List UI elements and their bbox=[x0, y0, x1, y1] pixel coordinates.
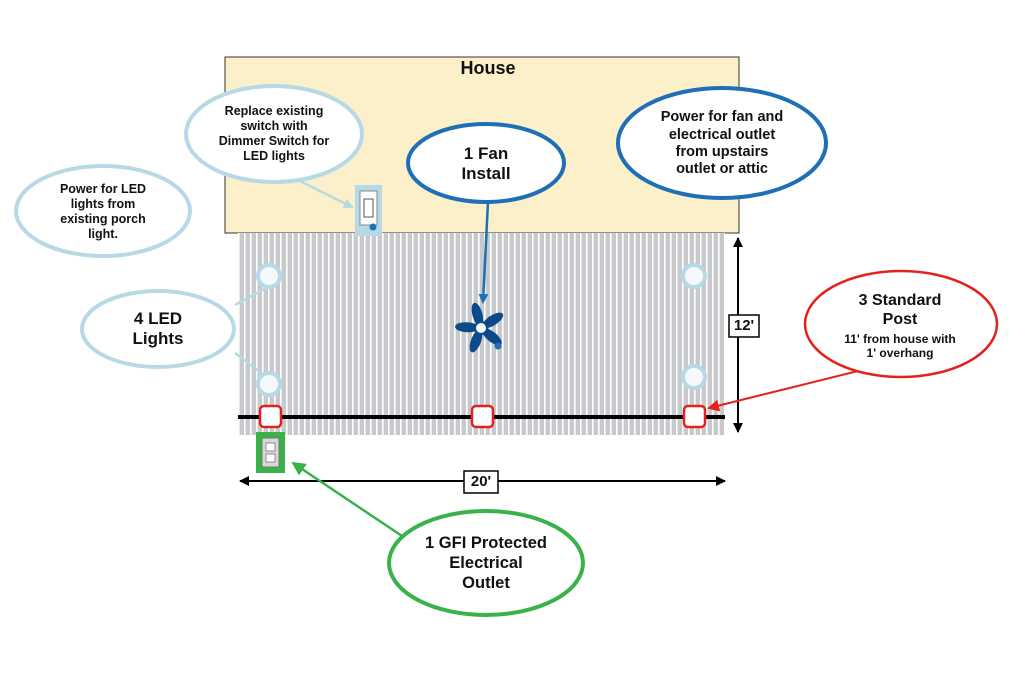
width-dimension-label: 20' bbox=[470, 473, 492, 490]
led-light-icon bbox=[681, 364, 707, 390]
house-title: House bbox=[460, 58, 516, 79]
post-icon bbox=[470, 404, 495, 429]
dimmer-callout-arrow bbox=[295, 177, 354, 209]
led-callout-line-top bbox=[234, 285, 269, 307]
post-icon bbox=[258, 404, 283, 429]
depth-dimension-label: 12' bbox=[733, 317, 755, 334]
fan-icon bbox=[455, 302, 504, 353]
posts-callout-title: 3 Standard Post bbox=[858, 291, 942, 328]
posts-callout-arrow bbox=[707, 370, 859, 412]
dimmer-callout-bubble bbox=[184, 84, 364, 184]
fan-callout-text: 1 Fan Install bbox=[461, 143, 511, 183]
fan-callout-arrow bbox=[478, 201, 490, 304]
led-light-icon bbox=[256, 263, 282, 289]
led-callout-text: 4 LED Lights bbox=[132, 308, 184, 348]
outlet-icon bbox=[256, 432, 285, 473]
posts-callout-detail: 11' from house with 1' overhang bbox=[844, 331, 956, 360]
led-callout-bubble bbox=[80, 289, 236, 369]
posts-callout-bubble bbox=[803, 269, 999, 379]
led-light-icon bbox=[256, 371, 282, 397]
gfi-callout-text: 1 GFI Protected Electrical Outlet bbox=[425, 534, 547, 592]
led-light-icon bbox=[681, 263, 707, 289]
dimmer-callout-text: Replace existing switch with Dimmer Swit… bbox=[218, 104, 330, 163]
porch-power-callout-bubble bbox=[14, 164, 192, 258]
gfi-callout-bubble bbox=[387, 509, 585, 617]
switch-icon bbox=[355, 185, 382, 236]
post-icon bbox=[682, 404, 707, 429]
gfi-callout-arrow bbox=[291, 461, 406, 540]
fan-power-callout-bubble bbox=[616, 86, 828, 200]
porch-power-callout-text: Power for LED lights from existing porch… bbox=[59, 182, 147, 241]
fan-callout-bubble bbox=[406, 122, 566, 204]
fan-power-callout-text: Power for fan and electrical outlet from… bbox=[660, 109, 784, 178]
